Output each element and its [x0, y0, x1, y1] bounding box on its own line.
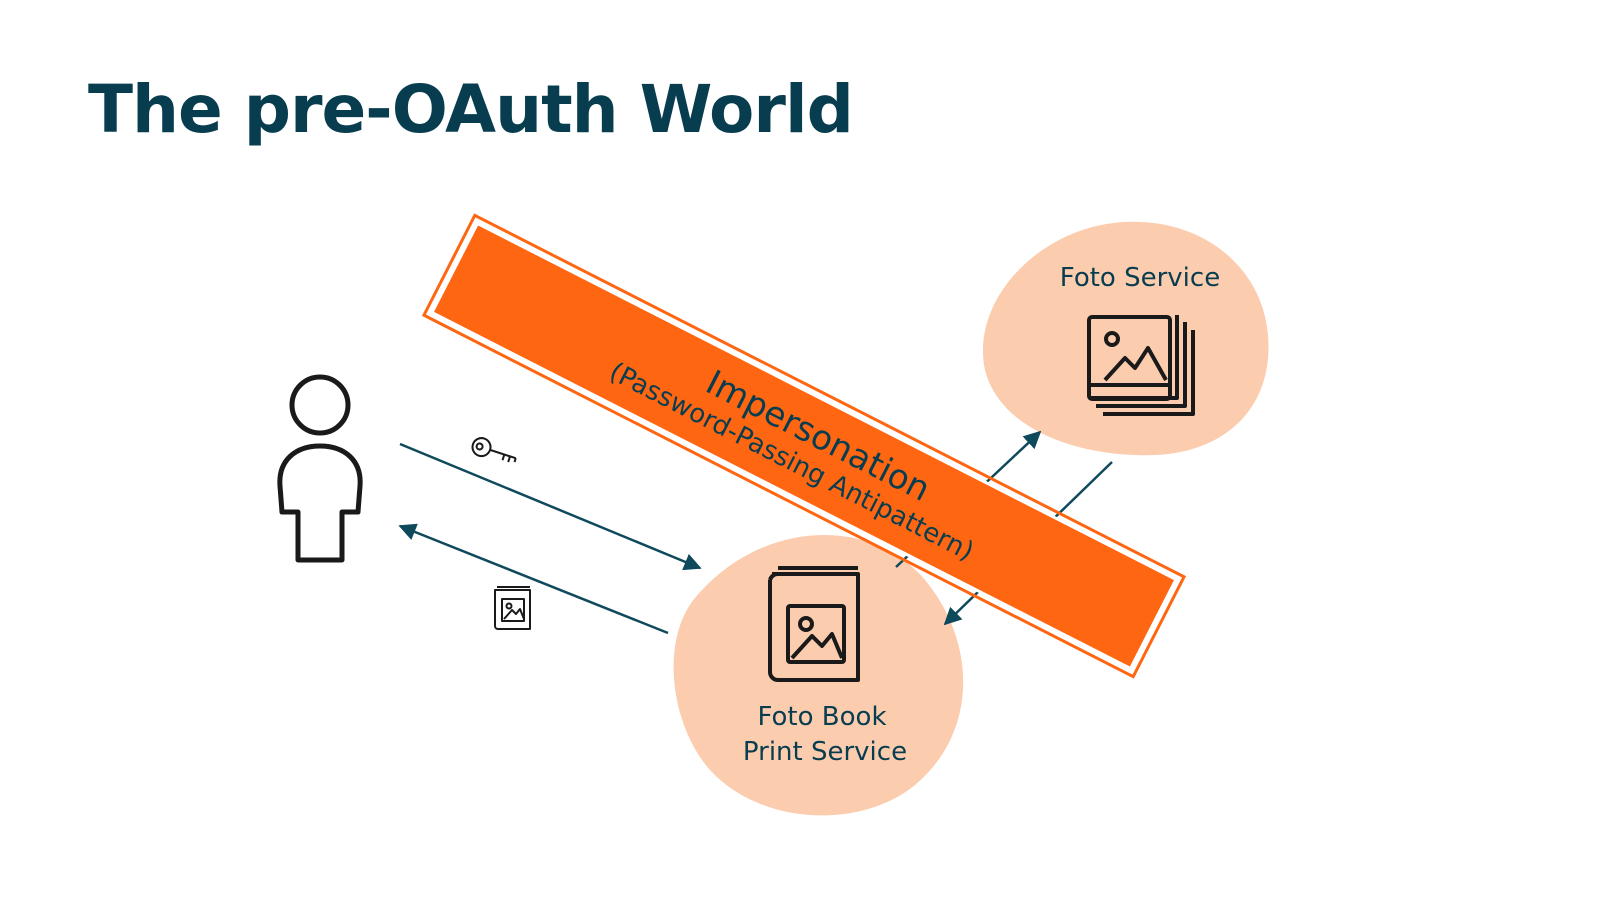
print-service-label-line2: Print Service	[743, 737, 907, 767]
arrow-print-to-user	[398, 523, 669, 635]
print-service-blob	[673, 535, 964, 816]
photo-book-icon	[768, 566, 860, 682]
slide-title: The pre-OAuth World	[88, 71, 854, 148]
photo-stack-icon	[1087, 315, 1195, 416]
print-service-label-line1: Foto Book	[757, 702, 886, 732]
foto-service-label: Foto Service	[1060, 263, 1220, 293]
user-icon	[277, 374, 363, 563]
key-icon	[471, 437, 517, 463]
print-service-node: Foto Book Print Service	[673, 535, 964, 816]
arrow-user-to-print	[399, 442, 702, 571]
foto-service-node: Foto Service	[982, 221, 1269, 456]
foto-service-blob	[982, 221, 1269, 456]
banner-rect	[430, 221, 1178, 671]
photo-book-small-icon	[494, 586, 531, 630]
